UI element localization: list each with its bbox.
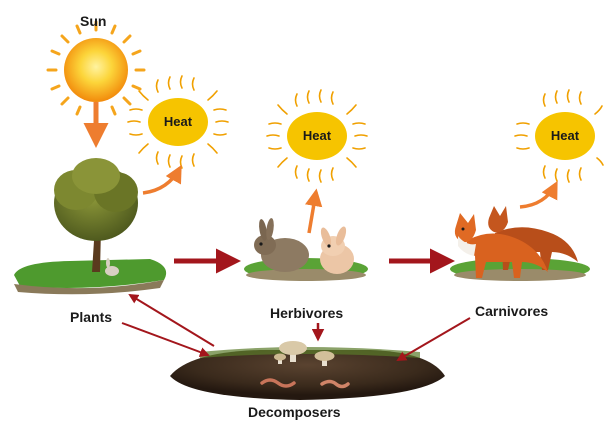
plants-ground [14,259,166,294]
heat-label-herbivores: Heat [287,128,347,143]
herbivores-label: Herbivores [270,305,343,321]
heat-label-carnivores: Heat [535,128,595,143]
tree-icon [54,158,138,272]
herbivores-heat-arrow [309,192,316,233]
carnivores-label: Carnivores [475,303,548,319]
sun-label: Sun [80,13,106,29]
carnivores-to-decomposers-arrow [398,318,470,360]
decomposers-soil [170,347,445,400]
rabbit-icon [319,225,354,274]
carnivores-heat-arrow [520,184,556,207]
decomposers-label: Decomposers [248,404,341,420]
plants-to-decomposers-arrow [122,323,208,355]
heat-label-plants: Heat [148,114,208,129]
plants-label: Plants [70,309,112,325]
plants-heat-arrow [143,168,180,193]
decomposers-to-plants-arrow [130,295,214,346]
